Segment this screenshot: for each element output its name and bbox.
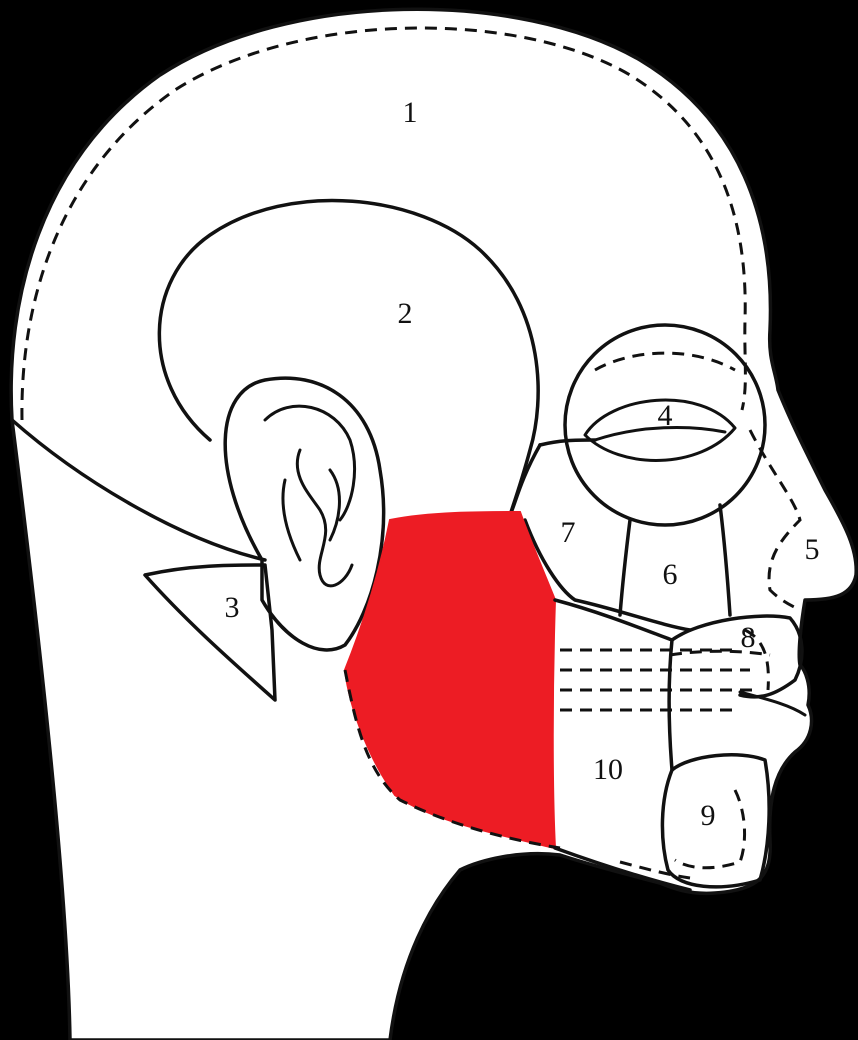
- region-label-6: 6: [663, 558, 678, 591]
- region-label-3: 3: [225, 591, 240, 624]
- region-label-5: 5: [805, 533, 820, 566]
- region-label-9: 9: [701, 799, 716, 832]
- region-label-8: 8: [741, 621, 756, 654]
- region-label-4: 4: [658, 399, 673, 432]
- region-label-10: 10: [593, 753, 623, 786]
- region-label-1: 1: [403, 96, 418, 129]
- region-label-2: 2: [398, 297, 413, 330]
- region-label-7: 7: [561, 516, 576, 549]
